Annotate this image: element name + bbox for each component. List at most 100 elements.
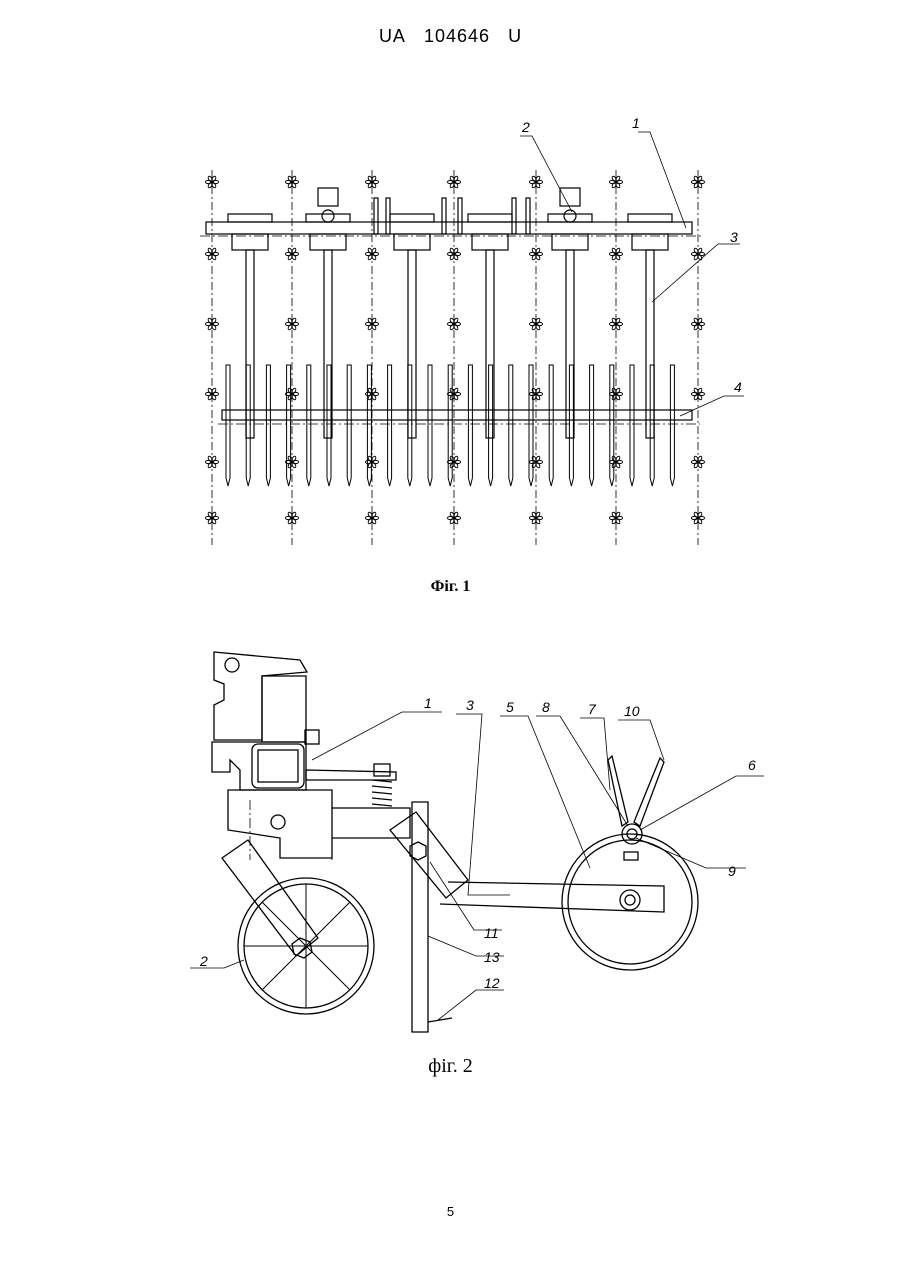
clamp-body <box>212 742 306 790</box>
harrow-tine <box>590 365 594 486</box>
bolt-nut <box>305 730 319 744</box>
plant-icon <box>692 456 705 469</box>
harrow-tine <box>307 365 311 486</box>
plant-icon <box>610 248 623 261</box>
leader-1 <box>312 712 442 760</box>
figure-1-drawing: 1 2 3 4 <box>0 0 901 600</box>
leader-11 <box>430 862 502 930</box>
plant-icon <box>610 456 623 469</box>
harrow-tine <box>226 365 230 486</box>
bracket-plate <box>442 198 446 234</box>
plant-icon <box>286 248 299 261</box>
plant-icon <box>206 456 219 469</box>
harrow-tine <box>347 365 351 486</box>
bracket-plate <box>458 198 462 234</box>
figure-2-caption: фіг. 2 <box>0 1055 901 1078</box>
fig2-label-5: 5 <box>506 699 514 715</box>
front-wheel-rim <box>244 884 368 1008</box>
fig2-label-13: 13 <box>484 949 500 965</box>
fig1-leader-4 <box>680 396 744 416</box>
upper-hub-axle <box>627 829 637 839</box>
leader-6 <box>640 776 764 830</box>
fig1-leader-2 <box>520 136 572 212</box>
stop-block <box>624 852 638 860</box>
spring <box>372 780 392 806</box>
fig2-label-11: 11 <box>484 925 499 941</box>
harrow-tine <box>246 365 250 486</box>
harrow-tine <box>630 365 634 486</box>
bracket-plate <box>386 198 390 234</box>
bracket-plate <box>512 198 516 234</box>
front-hub-nut <box>292 938 312 958</box>
blade-right <box>634 758 664 826</box>
mount-post <box>262 676 306 742</box>
rear-hub <box>620 890 640 910</box>
fig2-label-10: 10 <box>624 703 640 719</box>
leader-2 <box>190 960 244 968</box>
spring-plate <box>306 770 396 780</box>
page-number: 5 <box>0 1204 901 1219</box>
harrow-tine <box>266 365 270 486</box>
long-arm <box>440 882 664 912</box>
pivot-hole <box>271 815 285 829</box>
harrow-tine <box>509 365 513 486</box>
plant-icon <box>530 456 543 469</box>
leader-13 <box>428 936 504 956</box>
rear-wheel-rim <box>568 840 692 964</box>
plant-icon <box>448 456 461 469</box>
section-clamp-top <box>548 214 592 222</box>
rear-hub-axle <box>625 895 635 905</box>
blade-left <box>608 756 628 826</box>
leader-10 <box>618 720 664 760</box>
fig2-label-1: 1 <box>424 695 432 711</box>
tine-tip <box>428 1018 452 1022</box>
bracket-plate <box>526 198 530 234</box>
harrow-tine <box>327 365 331 486</box>
fig2-label-12: 12 <box>484 975 500 991</box>
harrow-tine <box>428 365 432 486</box>
section-clamp-top <box>306 214 350 222</box>
fig1-label-2: 2 <box>521 119 530 135</box>
carrier-plate <box>228 790 332 858</box>
fig1-label-3: 3 <box>730 229 738 245</box>
parallel-link <box>332 808 410 838</box>
upper-hub <box>622 824 642 844</box>
depth-wheel-holder <box>560 188 580 206</box>
plant-icon <box>366 248 379 261</box>
frame-bar-inner <box>258 750 298 782</box>
rear-wheel <box>562 834 698 970</box>
plant-icon <box>530 248 543 261</box>
plant-icon <box>692 248 705 261</box>
spring-cap <box>374 764 390 776</box>
section-clamp-top <box>628 214 672 222</box>
bracket-plate <box>374 198 378 234</box>
harrow-tine <box>468 365 472 486</box>
leader-12 <box>438 990 504 1020</box>
fig2-label-9: 9 <box>728 863 736 879</box>
plant-icon <box>448 248 461 261</box>
plant-icon <box>206 248 219 261</box>
front-wheel-spokes <box>244 884 368 1008</box>
leader-9 <box>636 838 746 868</box>
front-arm <box>222 840 318 956</box>
harrow-tine <box>549 365 553 486</box>
fig2-label-3: 3 <box>466 697 474 713</box>
depth-wheel-holder <box>318 188 338 206</box>
fig1-label-1: 1 <box>632 115 640 131</box>
fig1-label-4: 4 <box>734 379 742 395</box>
hitch-bracket <box>214 652 307 740</box>
harrow-tine <box>388 365 392 486</box>
leader-8 <box>536 716 628 826</box>
fig2-label-8: 8 <box>542 699 550 715</box>
section-clamp-top <box>228 214 272 222</box>
hitch-hole <box>225 658 239 672</box>
centre-lines <box>250 800 332 860</box>
leader-5 <box>500 716 590 868</box>
fig2-label-7: 7 <box>588 701 597 717</box>
fig2-label-2: 2 <box>199 953 208 969</box>
section-clamp-top <box>390 214 434 222</box>
leader-3 <box>456 714 510 895</box>
vertical-tine <box>412 802 428 1032</box>
holder-pin <box>322 210 334 222</box>
section-clamp-top <box>468 214 512 222</box>
